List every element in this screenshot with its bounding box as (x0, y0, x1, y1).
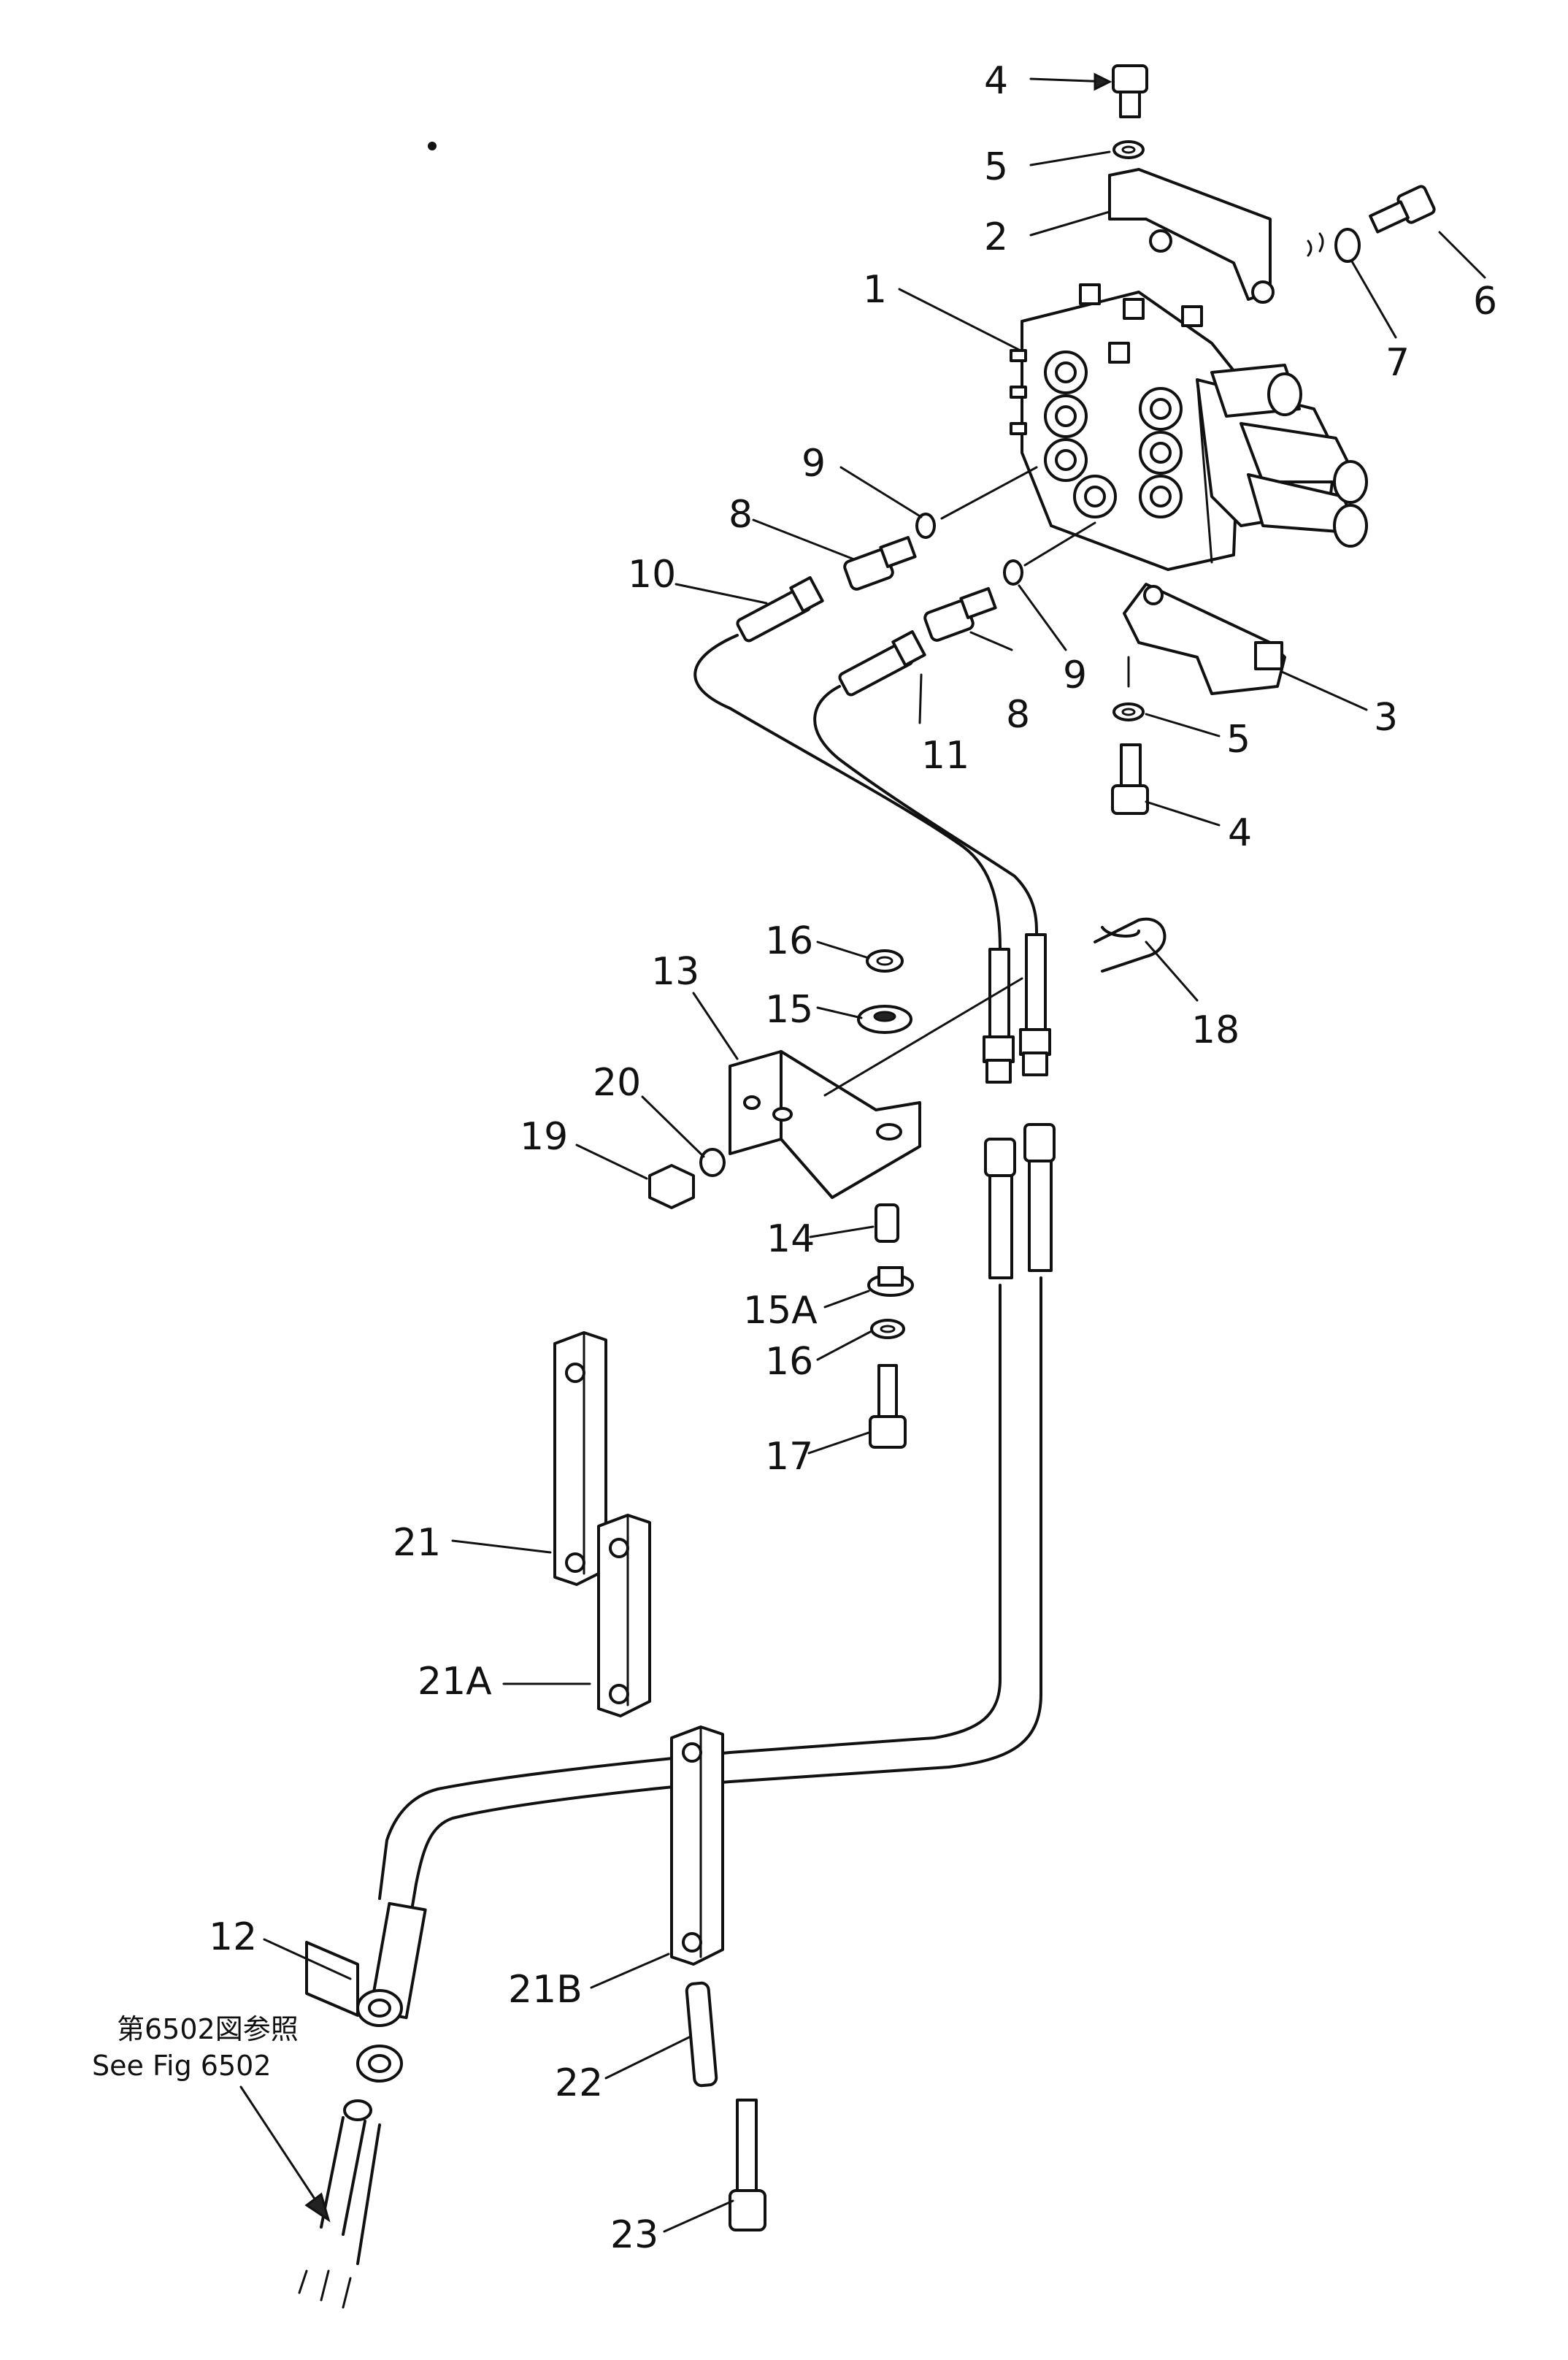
fitting-8-lower (923, 587, 997, 642)
grommet-15 (857, 1005, 912, 1034)
callout-21b: 21B (508, 1968, 583, 2012)
callout-4-bottom: 4 (1228, 811, 1252, 855)
bolt-4-bottom (1111, 743, 1149, 815)
bracket-13 (729, 977, 1023, 1199)
hose-upper (693, 634, 1038, 1038)
bolt-4-top (1112, 64, 1148, 118)
callout-5-top: 5 (984, 145, 1008, 189)
u-bolt-18 (1094, 917, 1167, 973)
control-valve (1010, 283, 1368, 571)
callout-6: 6 (1473, 280, 1497, 323)
reference-note: 第6502図参照 See Fig 6502 (92, 2013, 299, 2082)
spacer-22 (685, 1981, 718, 2088)
callout-12: 12 (209, 1915, 257, 1959)
referenced-hose (239, 2085, 381, 2309)
callout-9-lower: 9 (1063, 654, 1087, 697)
callout-22: 22 (555, 2061, 603, 2105)
callout-10: 10 (628, 553, 676, 597)
stray-dot (428, 142, 437, 150)
washer-16-bottom (870, 1319, 905, 1339)
hose-lower (378, 1123, 1056, 1929)
callout-23: 23 (610, 2213, 658, 2257)
callout-3: 3 (1374, 696, 1398, 740)
washer-5-bottom (1112, 702, 1145, 721)
clamp-21a (597, 1514, 651, 1717)
bolt-17 (869, 1364, 907, 1449)
bracket-2 (1108, 168, 1272, 301)
callout-15a: 15A (743, 1289, 818, 1333)
callout-21a: 21A (418, 1660, 492, 1704)
callout-5-bottom: 5 (1226, 718, 1250, 762)
reference-note-jp: 第6502図参照 (117, 2013, 299, 2045)
callout-8-lower: 8 (1006, 693, 1030, 737)
callout-11: 11 (921, 734, 969, 778)
washer-7 (1334, 228, 1361, 263)
bracket-3 (1123, 583, 1286, 695)
hose-fittings-mid (983, 933, 1051, 1084)
o-ring-9-upper (915, 513, 936, 539)
callout-4-top: 4 (984, 59, 1008, 103)
hose-end-12 (305, 1901, 427, 2083)
bolt-23 (729, 2099, 766, 2231)
grommet-15a (867, 1266, 914, 1297)
callout-16-bottom: 16 (765, 1340, 813, 1384)
reference-note-en: See Fig 6502 (92, 2050, 272, 2082)
callout-7: 7 (1386, 341, 1410, 385)
callout-9-upper: 9 (802, 442, 826, 486)
callout-8-upper: 8 (729, 493, 753, 537)
clamp-21b (670, 1725, 724, 1966)
nut-19 (648, 1164, 695, 1209)
leader-lines (263, 72, 1486, 2233)
callout-17: 17 (765, 1435, 813, 1479)
hose-end-10 (736, 576, 824, 643)
bolt-6 (1369, 185, 1436, 234)
callout-labels: 4 5 2 6 7 1 9 8 10 8 9 11 3 5 4 16 15 13… (209, 59, 1497, 2257)
callout-19: 19 (520, 1115, 568, 1159)
callout-2: 2 (984, 215, 1008, 259)
hose-end-11 (838, 630, 926, 697)
callout-20: 20 (593, 1061, 641, 1105)
washer-5-top (1112, 140, 1145, 159)
callout-15: 15 (765, 988, 813, 1032)
fitting-8-upper (843, 536, 917, 591)
o-ring-9-lower (1003, 559, 1023, 586)
collar-14 (875, 1203, 899, 1243)
callout-1: 1 (863, 268, 887, 312)
callout-21: 21 (393, 1521, 441, 1565)
washer-16-top (866, 949, 904, 973)
callout-16-top: 16 (765, 919, 813, 963)
callout-13: 13 (651, 950, 699, 994)
washer-20 (699, 1148, 726, 1177)
callout-14: 14 (766, 1217, 815, 1261)
callout-18: 18 (1191, 1008, 1240, 1052)
